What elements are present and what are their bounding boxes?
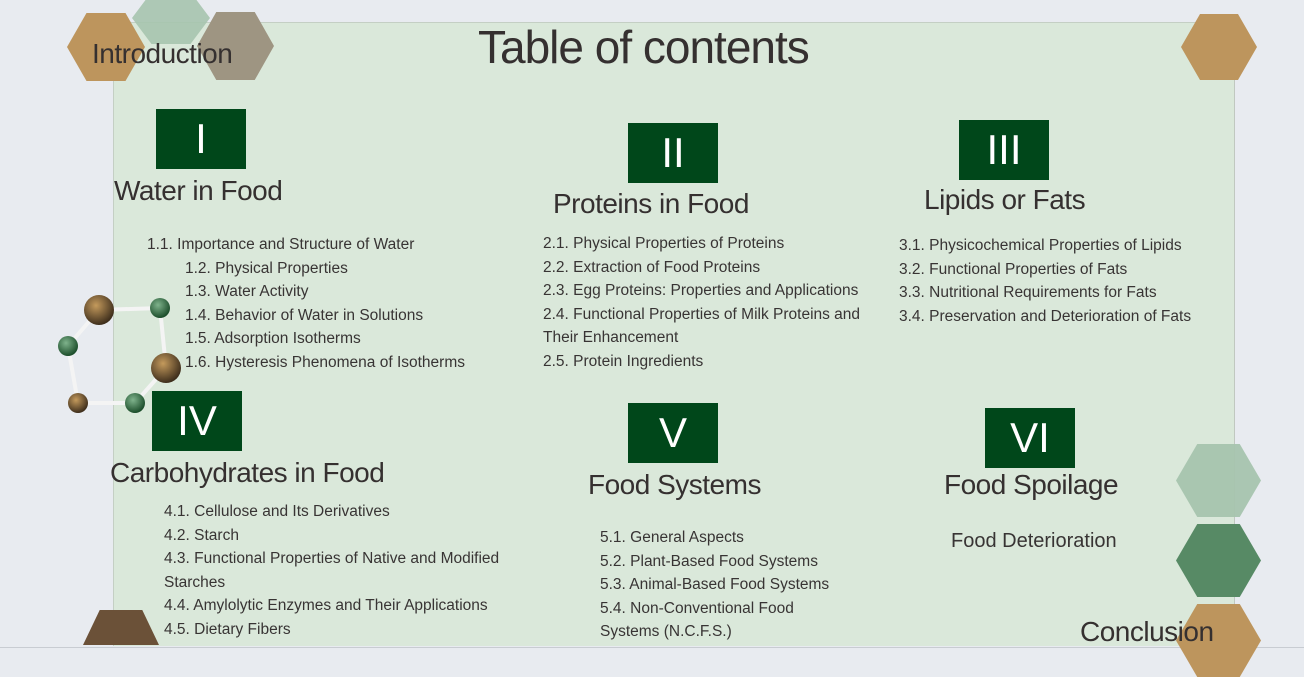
- section-list: 5.1. General Aspects 5.2. Plant-Based Fo…: [600, 526, 840, 644]
- section-heading[interactable]: Proteins in Food: [553, 188, 749, 219]
- nav-introduction-link[interactable]: Introduction: [92, 38, 233, 69]
- list-item[interactable]: 4.5. Dietary Fibers: [164, 620, 291, 638]
- list-item[interactable]: 2.3. Egg Proteins: Properties and Applic…: [543, 282, 859, 299]
- list-item[interactable]: 5.3. Animal-Based Food Systems: [600, 576, 830, 593]
- section-list: 1.1. Importance and Structure of Water 1…: [147, 233, 465, 374]
- divider: [0, 647, 1304, 648]
- list-item[interactable]: 3.3. Nutritional Requirements for Fats: [899, 284, 1157, 301]
- hexagon-decoration: [67, 13, 145, 81]
- section-numeral: IV: [152, 391, 242, 451]
- nav-conclusion-link[interactable]: Conclusion: [1080, 616, 1214, 647]
- section-heading[interactable]: Lipids or Fats: [924, 184, 1086, 215]
- list-item[interactable]: 3.4. Preservation and Deterioration of F…: [899, 307, 1192, 325]
- molecule-icon: [58, 295, 181, 413]
- list-item[interactable]: 5.1. General Aspects: [600, 529, 744, 546]
- list-item[interactable]: 2.2. Extraction of Food Proteins: [543, 258, 761, 276]
- list-item[interactable]: Food Deterioration: [951, 530, 1117, 552]
- page-title: Table of contents: [478, 21, 810, 73]
- list-item[interactable]: 5.2. Plant-Based Food Systems: [600, 552, 818, 570]
- list-item[interactable]: 1.1. Importance and Structure of Water: [147, 236, 415, 253]
- section-list: 2.1. Physical Properties of Proteins 2.2…: [543, 232, 883, 373]
- list-item[interactable]: 4.4. Amylolytic Enzymes and Their Applic…: [164, 597, 488, 614]
- list-item[interactable]: 4.3. Functional Properties of Native and…: [164, 550, 500, 591]
- section-numeral: I: [156, 109, 246, 169]
- list-item[interactable]: 1.6. Hysteresis Phenomena of Isotherms: [185, 353, 465, 371]
- section-heading[interactable]: Food Spoilage: [944, 469, 1119, 500]
- list-item[interactable]: 3.1. Physicochemical Properties of Lipid…: [899, 237, 1182, 254]
- list-item[interactable]: 2.5. Protein Ingredients: [543, 352, 704, 370]
- list-item[interactable]: 1.2. Physical Properties: [185, 259, 348, 277]
- list-item[interactable]: 4.1. Cellulose and Its Derivatives: [164, 503, 390, 520]
- list-item[interactable]: 2.1. Physical Properties of Proteins: [543, 235, 785, 252]
- section-list: 4.1. Cellulose and Its Derivatives 4.2. …: [164, 500, 559, 641]
- list-item[interactable]: 2.4. Functional Properties of Milk Prote…: [543, 305, 861, 347]
- section-heading[interactable]: Carbohydrates in Food: [110, 457, 385, 488]
- list-item[interactable]: 1.4. Behavior of Water in Solutions: [185, 306, 424, 324]
- list-item[interactable]: 1.5. Adsorption Isotherms: [185, 330, 361, 347]
- section-numeral: V: [628, 403, 718, 463]
- section-numeral: VI: [985, 408, 1075, 468]
- section-numeral: II: [628, 123, 718, 183]
- list-item[interactable]: 5.4. Non-Conventional Food Systems (N.C.…: [600, 599, 794, 641]
- list-item[interactable]: 3.2. Functional Properties of Fats: [899, 260, 1128, 278]
- section-list: 3.1. Physicochemical Properties of Lipid…: [899, 234, 1204, 328]
- list-item[interactable]: 4.2. Starch: [164, 526, 239, 544]
- section-heading[interactable]: Water in Food: [114, 175, 283, 206]
- section-numeral: III: [959, 120, 1049, 180]
- section-heading[interactable]: Food Systems: [588, 469, 761, 500]
- list-item[interactable]: 1.3. Water Activity: [185, 283, 309, 300]
